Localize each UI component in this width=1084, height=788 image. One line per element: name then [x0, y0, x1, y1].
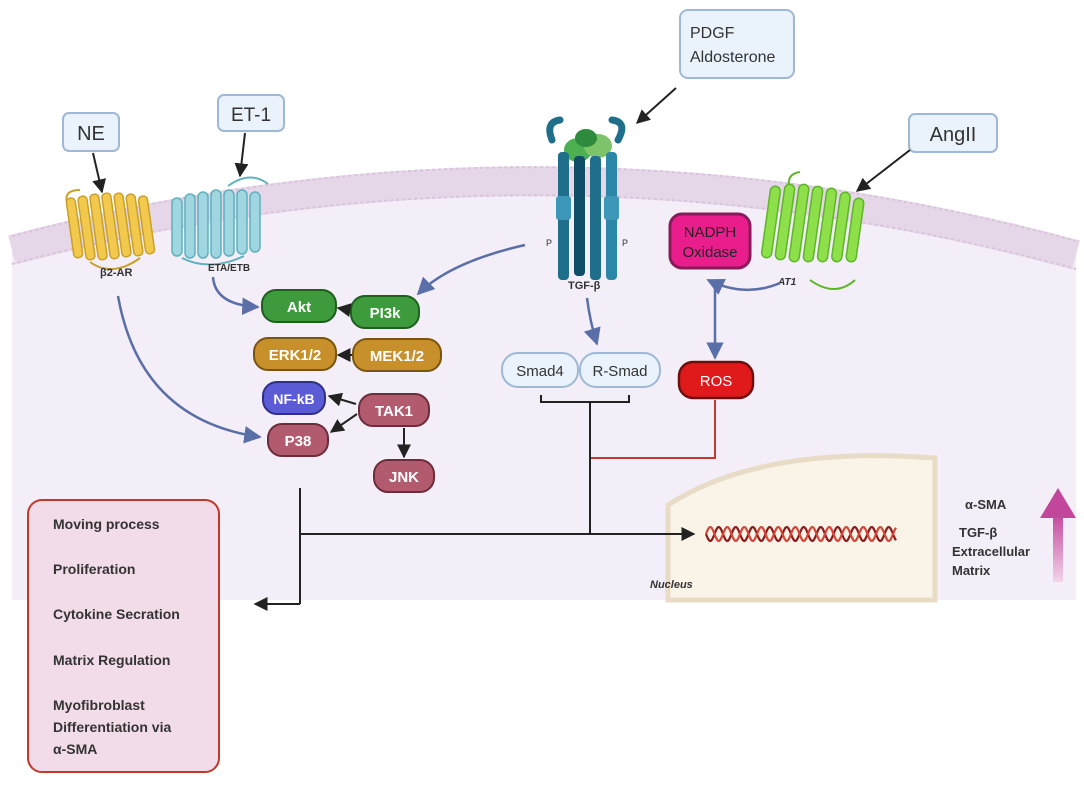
akt-label: Akt: [287, 299, 311, 316]
erk-node: ERK1/2: [253, 337, 337, 371]
p38-label: P38: [285, 433, 312, 450]
membrane-outer-line: [11, 166, 1077, 242]
angii-arrow: [855, 149, 911, 192]
angii-label: AngII: [930, 124, 977, 146]
mek-node: MEK1/2: [352, 338, 442, 372]
up-ecm-line2: Matrix: [952, 563, 991, 578]
outcome-cytokine: Cytokine Secration: [53, 606, 180, 622]
tak1-label: TAK1: [375, 403, 413, 420]
outcome-differentiation: Differentiation via: [53, 719, 171, 735]
at1-receptor: [760, 171, 865, 290]
smad4-node: Smad4: [501, 352, 579, 388]
pdgf-aldosterone-box: PDGF Aldosterone: [679, 9, 795, 79]
beta2-ar-label: β2-AR: [100, 267, 132, 279]
rsmad-label: R-Smad: [592, 363, 647, 380]
nfkb-node: NF-kB: [262, 381, 326, 415]
outcome-proliferation: Proliferation: [53, 561, 135, 577]
membrane-inner-line: [11, 194, 1077, 270]
outcome-box: Moving process Proliferation Cytokine Se…: [27, 499, 220, 773]
smad-bracket: [540, 395, 630, 403]
akt-node: Akt: [261, 289, 337, 323]
nfkb-label: NF-kB: [273, 391, 314, 407]
ros-line: [590, 400, 716, 459]
tgfb-receptor: [546, 116, 626, 280]
up-ecm-line1: Extracellular: [952, 544, 1030, 559]
et1-arrow: [234, 132, 249, 178]
tak1-node: TAK1: [358, 393, 430, 427]
phospho-left: P: [546, 238, 552, 248]
nadph-oxidase-node: NADPH Oxidase: [668, 212, 752, 270]
tgfb-to-pi3k-arrow: [416, 243, 526, 296]
cell-membrane: [8, 166, 1080, 270]
angii-ligand-box: AngII: [908, 113, 998, 153]
et1-ligand-box: ET-1: [217, 94, 285, 132]
pi3k-to-akt-arrow: [336, 303, 352, 317]
ros-label: ROS: [700, 373, 733, 390]
smad4-label: Smad4: [516, 363, 564, 380]
nadph-label-line1: NADPH: [684, 224, 737, 241]
tak1-to-p38-arrow: [329, 413, 358, 433]
up-tgfb: TGF-β: [959, 525, 997, 540]
et1-label: ET-1: [231, 105, 271, 126]
tgfb-to-smad-arrow: [583, 297, 601, 346]
rsmad-node: R-Smad: [579, 352, 661, 388]
erk-label: ERK1/2: [269, 347, 322, 364]
outcome-asma: α-SMA: [53, 741, 97, 757]
phospho-right: P: [622, 238, 628, 248]
upregulation-arrow-icon: [1040, 488, 1076, 582]
nucleus-label: Nucleus: [650, 579, 693, 591]
outcome-matrix-regulation: Matrix Regulation: [53, 652, 170, 668]
beta2-ar-receptor: [65, 189, 156, 270]
jnk-label: JNK: [389, 469, 419, 486]
tgfb-receptor-label: TGF-β: [568, 280, 601, 292]
eta-etb-receptor: [171, 176, 269, 266]
mek-label: MEK1/2: [370, 348, 424, 365]
eta-etb-label: ETA/ETB: [208, 263, 250, 274]
jnk-node: JNK: [373, 459, 435, 493]
ne-arrow: [92, 152, 106, 194]
outcome-moving: Moving process: [53, 516, 160, 532]
eta-to-akt-arrow: [211, 276, 260, 316]
ros-node: ROS: [677, 360, 755, 400]
pi3k-node: PI3k: [350, 295, 420, 329]
tak1-to-nfkb-arrow: [327, 392, 357, 407]
up-asma: α-SMA: [965, 497, 1007, 512]
aldosterone-label: Aldosterone: [690, 49, 775, 66]
b2ar-to-p38-arrow: [116, 295, 262, 444]
outcome-myofibroblast: Myofibroblast: [53, 697, 145, 713]
nadph-label-line2: Oxidase: [682, 244, 737, 261]
ne-label: NE: [77, 123, 105, 145]
dna-helix: [704, 525, 897, 543]
p38-node: P38: [267, 423, 329, 457]
at1-label: AT1: [777, 277, 797, 288]
pdgf-label: PDGF: [690, 25, 735, 42]
pdgf-arrow: [635, 87, 677, 124]
ne-ligand-box: NE: [62, 112, 120, 152]
pi3k-label: PI3k: [370, 305, 402, 322]
